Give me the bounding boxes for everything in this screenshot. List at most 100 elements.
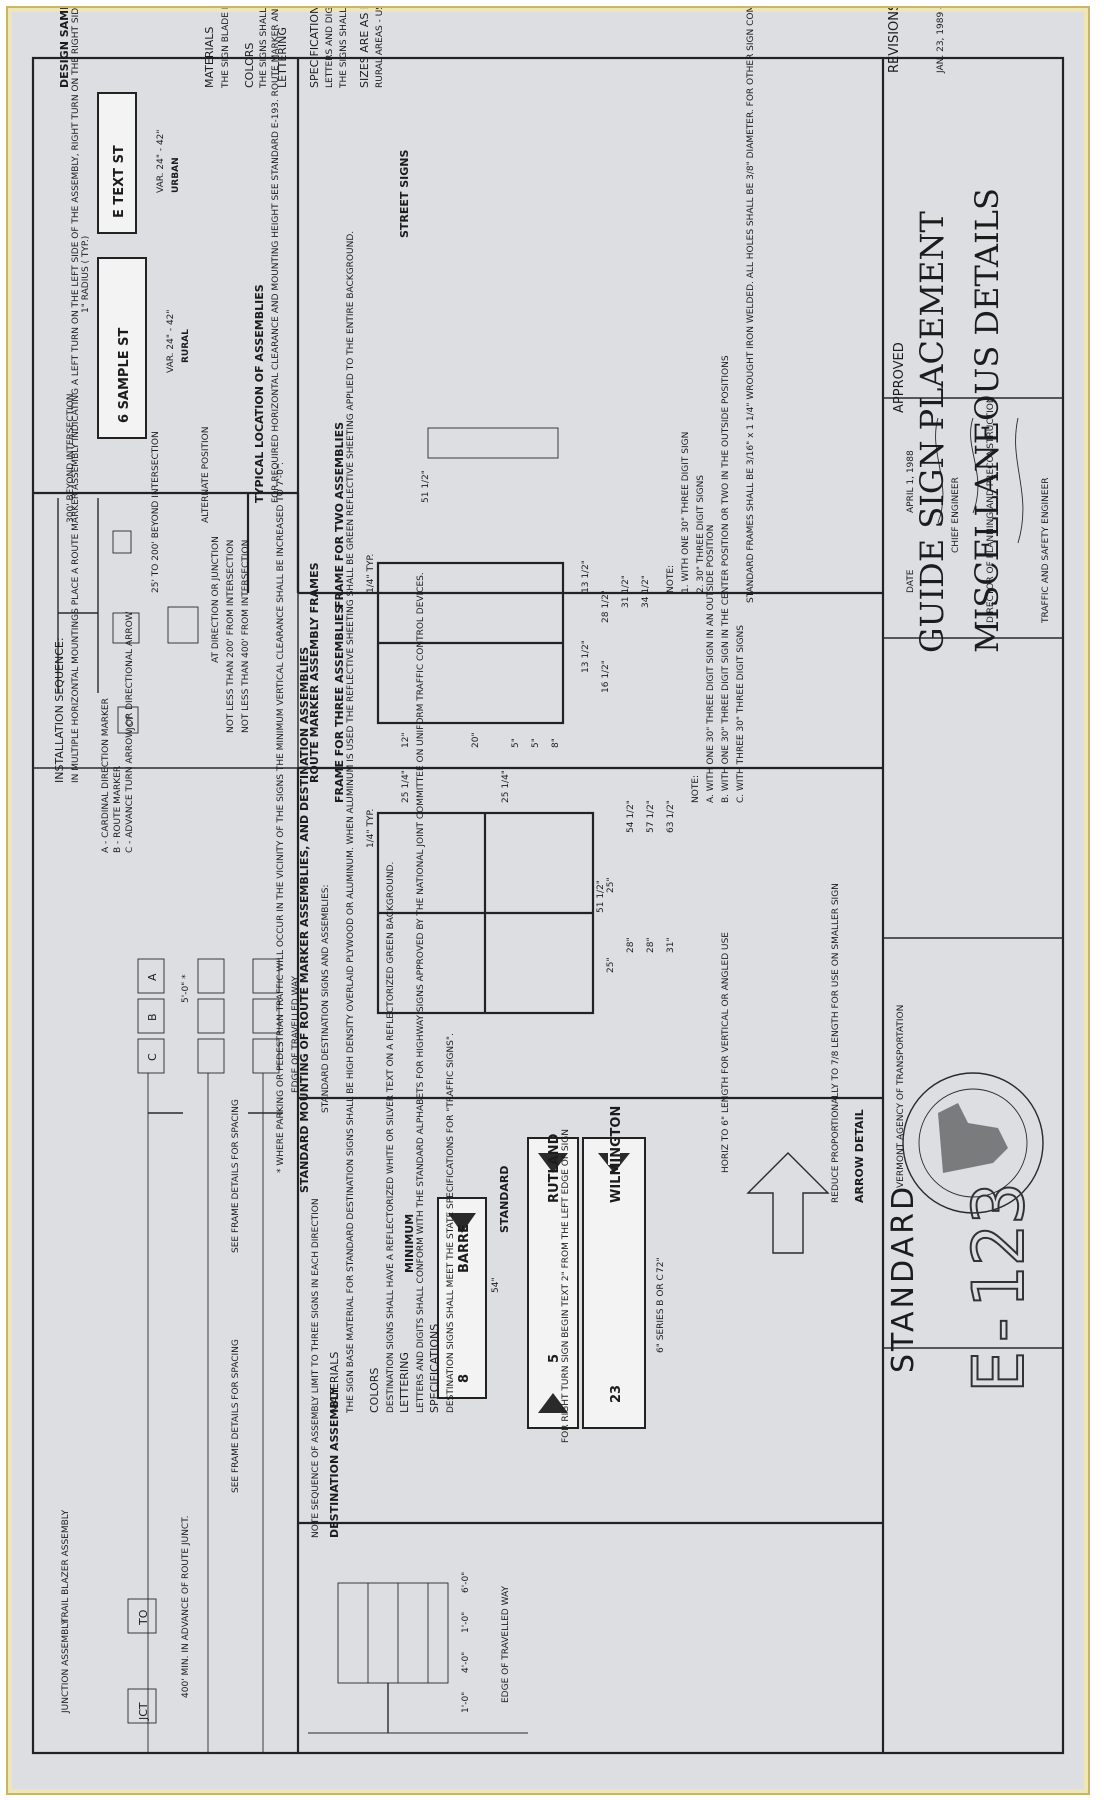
dest-specs-text: DESTINATION SIGNS SHALL MEET THE STATE S… xyxy=(446,1033,456,1413)
frame-three-assemblies xyxy=(376,811,595,1015)
approved-heading: APPROVED xyxy=(892,342,907,413)
rural-sign-text: 6 SAMPLE ST xyxy=(117,327,132,423)
three-dim-10: 51 1/2" xyxy=(596,880,606,913)
three-dim-5: 28" xyxy=(626,937,636,953)
approval-date-label: DATE xyxy=(906,569,916,593)
drawing-canvas: REVISIONS AND CORRECTIONS JAN. 23, 1989 … xyxy=(31,8,1065,1755)
frame-two-assemblies xyxy=(376,427,565,725)
arrow-detail-note: REDUCE PROPORTIONALLY TO 7/8 LENGTH FOR … xyxy=(831,883,841,1203)
dest-minimum-label: MINIMUM xyxy=(403,1214,416,1273)
typical-label-alt: ALTERNATE POSITION xyxy=(201,427,211,523)
parking-note: * WHERE PARKING OR PEDESTRIAN TRAFFIC WI… xyxy=(276,462,286,1173)
typical-location-note: FOR REQUIRED HORIZONTAL CLEARANCE AND MO… xyxy=(271,8,281,503)
dest-colors-text: DESTINATION SIGNS SHALL HAVE A REFLECTOR… xyxy=(386,862,396,1413)
lettering-heading: LETTERING xyxy=(276,27,289,88)
legend-c: C - ADVANCE TURN ARROW OR DIRECTIONAL AR… xyxy=(125,611,135,853)
dest-lettering-text: LETTERS AND DIGITS SHALL CONFORM WITH TH… xyxy=(416,572,426,1413)
signature-chief xyxy=(935,417,944,524)
urban-sign-text: E TEXT ST xyxy=(112,145,127,218)
typical-label-300: 300' BEYOND INTERSECTION xyxy=(66,394,76,523)
three-dim-1: 25" xyxy=(606,957,616,973)
wilmington-text: WILMINGTON xyxy=(609,1106,624,1203)
assembly-dim-2: 4'-0" xyxy=(461,1652,471,1673)
svg-text:C: C xyxy=(146,1053,159,1061)
arrow-detail-title: ARROW DETAIL xyxy=(853,1109,866,1203)
three-note-1: A. WITH ONE 30" THREE DIGIT SIGN IN AN O… xyxy=(706,525,716,803)
three-dim-4: 63 1/2" xyxy=(666,800,676,833)
traffic-engineer-label: TRAFFIC AND SAFETY ENGINEER xyxy=(1041,477,1051,624)
urban-sample-sign xyxy=(97,92,137,234)
two-dim-6: 12" xyxy=(401,732,411,748)
three-dim-9: 25 1/4" xyxy=(501,770,511,803)
rural-label: RURAL xyxy=(181,329,191,363)
typical-label-400: NOT LESS THAN 400' FROM INTERSECTION xyxy=(241,540,251,733)
three-note-0: NOTE: xyxy=(691,775,701,803)
svg-text:B: B xyxy=(146,1013,159,1021)
signature-traffic xyxy=(1015,417,1024,544)
assembly-dim-1: 1'-0" xyxy=(461,1612,471,1633)
destination-sign-wilmington xyxy=(582,1137,646,1429)
three-note-3: C. WITH THREE 30" THREE DIGIT SIGNS xyxy=(736,625,746,803)
three-dim-2: 54 1/2" xyxy=(626,800,636,833)
materials-text: THE SIGN BLADE MATERIALS USED FOR THE ST… xyxy=(221,8,231,89)
colors-heading: COLORS xyxy=(243,43,256,88)
junction-label: JUNCTION ASSEMBLY xyxy=(61,1619,71,1714)
sizes-heading: SIZES ARE AS FOLLOWS: xyxy=(358,8,371,88)
assembly-dim-3: 1'-0" xyxy=(461,1692,471,1713)
two-note-1: 1. WITH ONE 30" THREE DIGIT SIGN xyxy=(681,432,691,593)
barre-route: 8 xyxy=(457,1374,472,1383)
rural-sample-sign xyxy=(97,257,147,439)
setback-dim: 5'-0" * xyxy=(181,974,191,1003)
two-note-0: NOTE: xyxy=(666,565,676,593)
two-frame-title: FRAME FOR TWO ASSEMBLIES xyxy=(333,422,346,608)
typical-location-diagram: JCT 300' BEYOND INTERSECTION 25' TO 200'… xyxy=(57,394,251,734)
destination-sign-barre xyxy=(437,1197,487,1399)
street-signs-title: STREET SIGNS xyxy=(398,149,411,238)
legend-b: B - ROUTE MARKER xyxy=(113,766,123,853)
svg-text:A: A xyxy=(146,973,159,981)
see-frame-note-1: SEE FRAME DETAILS FOR SPACING xyxy=(231,1099,241,1253)
two-dim-8: 5" xyxy=(511,738,521,748)
destination-sign-rutland xyxy=(527,1137,579,1429)
destination-assembly-drawing xyxy=(308,1582,528,1734)
three-dim-8: 25 1/4" xyxy=(401,770,411,803)
rutland-route: 5 xyxy=(547,1354,562,1363)
two-frame-typ: 1/4" TYP. xyxy=(366,554,376,593)
standard-number: E-123 xyxy=(958,1182,1040,1393)
approval-date-value: APRIL 1, 1988 xyxy=(906,450,916,513)
two-dim-11: 51 1/2" xyxy=(421,470,431,503)
revisions-heading: REVISIONS AND CORRECTIONS xyxy=(887,8,902,73)
dest-standard-label: STANDARD xyxy=(498,1165,511,1233)
frames-title: ROUTE MARKER ASSEMBLY FRAMES xyxy=(308,562,321,783)
radius-note: 1" RADIUS ( TYP.) xyxy=(81,236,91,313)
rural-var-width: VAR. 24" - 42" xyxy=(166,309,176,373)
frame-spec: STANDARD FRAMES SHALL BE 3/16" x 1 1/4" … xyxy=(746,8,756,603)
installation-heading: INSTALLATION SEQUENCE: xyxy=(53,637,66,783)
specs-text: THE SIGNS SHALL MEET THE VERMONT STATE S… xyxy=(339,8,349,89)
typical-jct-label: JCT xyxy=(126,715,136,731)
three-dim-6: 28" xyxy=(646,937,656,953)
dest-title: STANDARD DESTINATION SIGNS AND ASSEMBLIE… xyxy=(321,884,331,1113)
dest-colors-heading: COLORS xyxy=(368,1368,381,1413)
legend-a: A - CARDINAL DIRECTION MARKER xyxy=(101,698,111,853)
two-dim-2: 28 1/2" xyxy=(601,590,611,623)
specs-heading: SPECIFICATIONS xyxy=(308,8,321,88)
dest-width-72: 72" xyxy=(656,1257,666,1273)
to-sign-label: TO xyxy=(137,1609,150,1626)
two-dim-10: 8" xyxy=(551,738,561,748)
two-dim-3: 16 1/2" xyxy=(601,660,611,693)
materials-heading: MATERIALS xyxy=(203,27,216,88)
director-label: DIRECTOR OF PLANNING AND PRECONSTRUCTION xyxy=(986,396,996,623)
outer-border xyxy=(31,56,1065,1755)
two-dim-1: 13 1/2" xyxy=(581,640,591,673)
sheet-title-line1: GUIDE SIGN PLACEMENT xyxy=(913,210,951,653)
trail-blazer-label: TRAIL BLAZER ASSEMBLY xyxy=(61,1509,71,1624)
arrow-detail-drawing xyxy=(746,1152,830,1254)
standard-label: STANDARD xyxy=(886,1184,921,1373)
assembly-edge-label: EDGE OF TRAVELLED WAY xyxy=(501,1586,511,1703)
sheet-title-line2: MISCELLANEOUS DETAILS xyxy=(968,188,1006,653)
chief-engineer-label: CHIEF ENGINEER xyxy=(951,477,961,553)
typical-location-title: TYPICAL LOCATION OF ASSEMBLIES xyxy=(253,284,266,503)
drawing-sheet: REVISIONS AND CORRECTIONS JAN. 23, 1989 … xyxy=(6,6,1090,1795)
